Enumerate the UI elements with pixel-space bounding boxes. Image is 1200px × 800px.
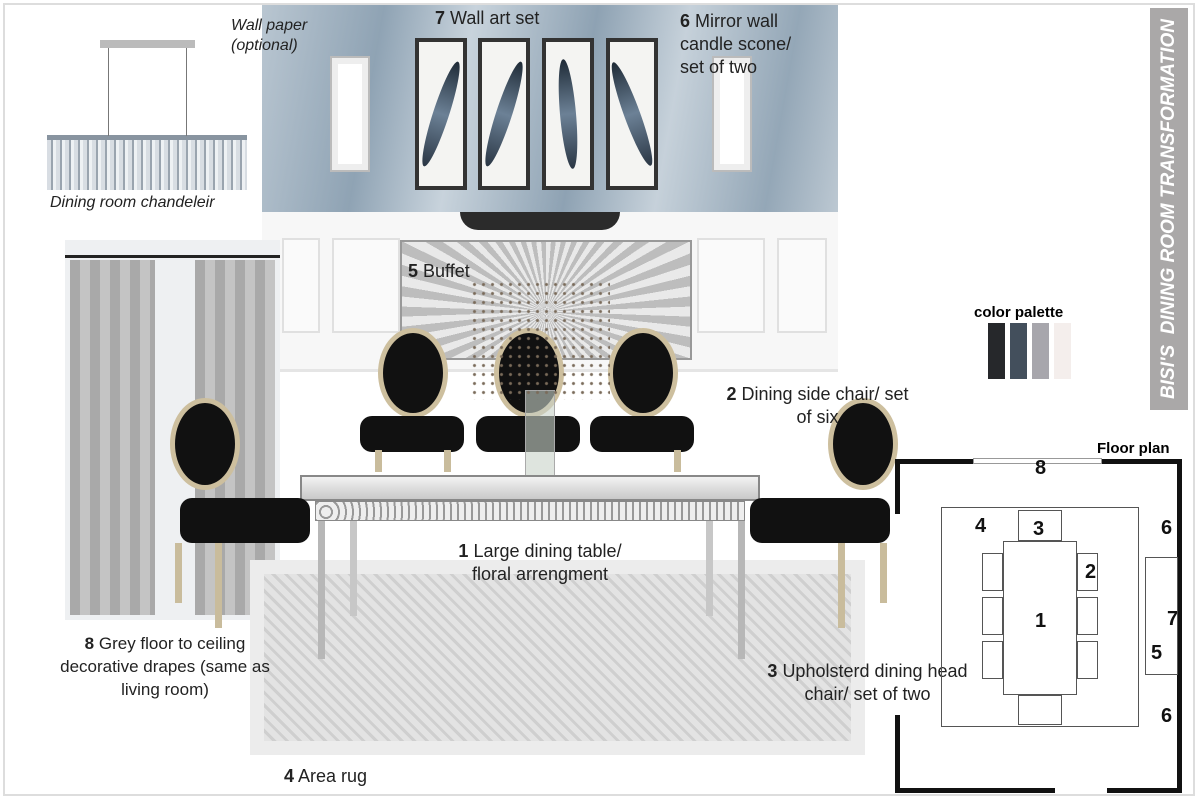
- floor-plan-label: Floor plan: [1097, 440, 1170, 457]
- dining-table-top: [300, 475, 760, 501]
- palette-label: color palette: [974, 304, 1064, 321]
- palette-swatch: [988, 323, 1005, 379]
- plan-rug: [941, 507, 1139, 727]
- buffet-label: 5 Buffet: [408, 261, 470, 281]
- palette-swatches: [988, 323, 1071, 379]
- chandelier-label: Dining room chandeleir: [50, 194, 215, 211]
- mirror-label: 6 Mirror wall candle scone/ set of two: [680, 11, 792, 77]
- chandelier-image: [47, 135, 247, 190]
- chandelier-canopy: [100, 40, 195, 48]
- palette-swatch: [1054, 323, 1071, 379]
- plan-buffet: [1145, 557, 1178, 675]
- board-title: BISI'S DINING ROOM TRANSFORMATION: [1158, 19, 1179, 399]
- title-banner: BISI'S DINING ROOM TRANSFORMATION: [1150, 8, 1188, 410]
- mirror-sconce-right: [712, 56, 752, 172]
- wall-art-4: [605, 38, 659, 190]
- side-chair-label: 2 Dining side chair/ set of six: [726, 384, 909, 427]
- floral-arrangement: [470, 280, 610, 400]
- wallpaper-label: Wall paper (optional): [231, 17, 308, 54]
- drapes-label: 8 Grey floor to ceiling decorative drape…: [60, 634, 270, 699]
- board-frame: [3, 3, 1195, 796]
- floral-vase: [525, 390, 555, 480]
- floor-plan: 8 4 3 2 1 6 7 5 6: [895, 455, 1190, 795]
- head-chair-label: 3 Upholsterd dining head chair/ set of t…: [767, 661, 968, 704]
- table-label: 1 Large dining table/ floral arrengment: [458, 541, 622, 584]
- rug-label: 4 Area rug: [284, 766, 368, 786]
- wall-art-1: [415, 38, 467, 190]
- area-rug-image: [250, 560, 865, 755]
- wall-art-label: 7 Wall art set: [435, 8, 540, 28]
- wall-art-2: [478, 38, 530, 190]
- wall-art-3: [542, 38, 594, 190]
- plan-table: [1003, 541, 1077, 695]
- palette-swatch: [1010, 323, 1027, 379]
- palette-swatch: [1032, 323, 1049, 379]
- mirror-sconce-left: [330, 56, 370, 172]
- decorative-bowl: [460, 212, 620, 230]
- drapes-image: [65, 240, 280, 620]
